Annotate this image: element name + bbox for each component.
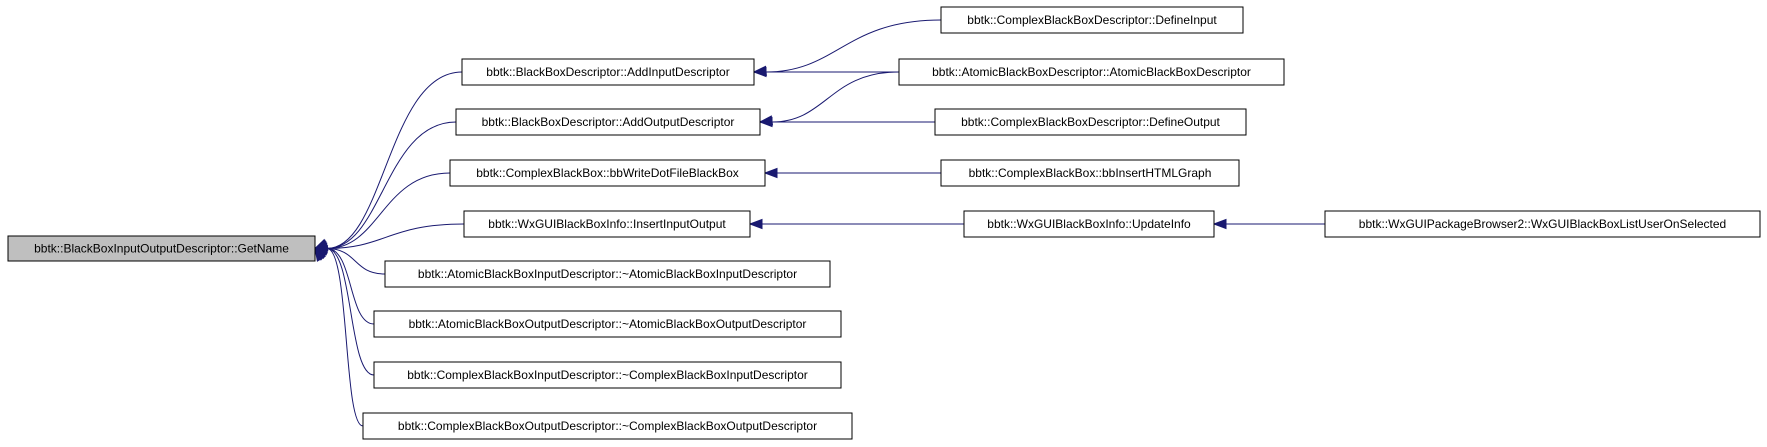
graph-node-n-addout[interactable]: bbtk::BlackBoxDescriptor::AddOutputDescr… <box>455 108 761 136</box>
node-label: bbtk::ComplexBlackBox::bbWriteDotFileBla… <box>476 166 739 180</box>
graph-node-n-cplxout[interactable]: bbtk::ComplexBlackBoxOutputDescriptor::~… <box>362 412 853 440</box>
graph-edge <box>313 121 457 250</box>
node-box <box>461 58 755 86</box>
graph-node-n-definein[interactable]: bbtk::ComplexBlackBoxDescriptor::DefineI… <box>940 6 1244 34</box>
node-box <box>463 210 751 238</box>
graph-node-n-updateinfo[interactable]: bbtk::WxGUIBlackBoxInfo::UpdateInfo <box>963 210 1215 238</box>
edge-arrowhead <box>758 116 773 128</box>
node-box <box>373 361 842 389</box>
edge-line <box>326 248 364 427</box>
graph-node-n-inserthtml[interactable]: bbtk::ComplexBlackBox::bbInsertHTMLGraph <box>940 159 1240 187</box>
graph-node-n-cplxin[interactable]: bbtk::ComplexBlackBoxInputDescriptor::~C… <box>373 361 842 389</box>
graph-node-n-atomin[interactable]: bbtk::AtomicBlackBoxInputDescriptor::~At… <box>384 260 831 288</box>
graph-edge <box>748 218 964 230</box>
node-box <box>898 58 1285 86</box>
node-box <box>963 210 1215 238</box>
node-box <box>1324 210 1761 238</box>
graph-edge <box>313 71 463 250</box>
graph-edge <box>763 167 941 179</box>
edge-arrowhead <box>752 66 767 78</box>
edge-arrowhead <box>314 247 326 262</box>
graph-edge <box>313 247 375 325</box>
graph-edge <box>758 116 935 128</box>
node-label: bbtk::AtomicBlackBoxOutputDescriptor::~A… <box>409 317 807 331</box>
edge-line <box>326 248 375 376</box>
node-box <box>940 6 1244 34</box>
graph-edge <box>313 223 465 253</box>
graph-node-n-defineout[interactable]: bbtk::ComplexBlackBoxDescriptor::DefineO… <box>934 108 1247 136</box>
edge-arrowhead <box>748 218 763 230</box>
node-label: bbtk::WxGUIBlackBoxInfo::InsertInputOutp… <box>488 217 726 231</box>
node-box <box>449 159 766 187</box>
graph-node-n-atomicbbd[interactable]: bbtk::AtomicBlackBoxDescriptor::AtomicBl… <box>898 58 1285 86</box>
graph-node-n-atomout[interactable]: bbtk::AtomicBlackBoxOutputDescriptor::~A… <box>373 310 842 338</box>
node-box <box>7 235 316 262</box>
node-box <box>455 108 761 136</box>
graph-node-root[interactable]: bbtk::BlackBoxInputOutputDescriptor::Get… <box>7 235 316 262</box>
graph-node-n-addin[interactable]: bbtk::BlackBoxDescriptor::AddInputDescri… <box>461 58 755 86</box>
edge-line <box>771 71 900 123</box>
graph-edge <box>314 247 364 427</box>
node-label: bbtk::AtomicBlackBoxDescriptor::AtomicBl… <box>932 65 1251 79</box>
node-label: bbtk::AtomicBlackBoxInputDescriptor::~At… <box>418 267 797 281</box>
edge-line <box>326 121 457 249</box>
node-box <box>373 310 842 338</box>
edge-line <box>326 172 451 249</box>
graph-node-n-listuser[interactable]: bbtk::WxGUIPackageBrowser2::WxGUIBlackBo… <box>1324 210 1761 238</box>
edge-line <box>326 248 386 275</box>
node-box <box>934 108 1247 136</box>
graph-node-n-writedot[interactable]: bbtk::ComplexBlackBox::bbWriteDotFileBla… <box>449 159 766 187</box>
node-label: bbtk::ComplexBlackBoxDescriptor::DefineI… <box>967 13 1217 27</box>
graph-edge <box>758 71 900 126</box>
graph-edge <box>752 66 899 78</box>
node-label: bbtk::ComplexBlackBoxInputDescriptor::~C… <box>407 368 808 382</box>
node-label: bbtk::ComplexBlackBoxOutputDescriptor::~… <box>398 419 817 433</box>
edge-arrowhead <box>763 167 778 179</box>
node-label: bbtk::BlackBoxDescriptor::AddOutputDescr… <box>482 115 735 129</box>
edge-layer <box>313 19 1325 427</box>
node-label: bbtk::ComplexBlackBox::bbInsertHTMLGraph <box>969 166 1212 180</box>
edge-line <box>765 19 942 73</box>
graph-edge <box>1212 218 1325 230</box>
node-label: bbtk::BlackBoxDescriptor::AddInputDescri… <box>486 65 729 79</box>
node-label: bbtk::ComplexBlackBoxDescriptor::DefineO… <box>961 115 1220 129</box>
node-label: bbtk::WxGUIBlackBoxInfo::UpdateInfo <box>987 217 1191 231</box>
node-label: bbtk::BlackBoxInputOutputDescriptor::Get… <box>34 242 289 256</box>
edge-line <box>326 248 375 325</box>
edge-line <box>326 223 465 249</box>
graph-node-n-insertio[interactable]: bbtk::WxGUIBlackBoxInfo::InsertInputOutp… <box>463 210 751 238</box>
node-label: bbtk::WxGUIPackageBrowser2::WxGUIBlackBo… <box>1359 217 1726 231</box>
node-box <box>384 260 831 288</box>
edge-arrowhead <box>1212 218 1227 230</box>
node-layer: bbtk::BlackBoxInputOutputDescriptor::Get… <box>7 6 1761 440</box>
edge-line <box>326 71 463 249</box>
node-box <box>362 412 853 440</box>
node-box <box>940 159 1240 187</box>
